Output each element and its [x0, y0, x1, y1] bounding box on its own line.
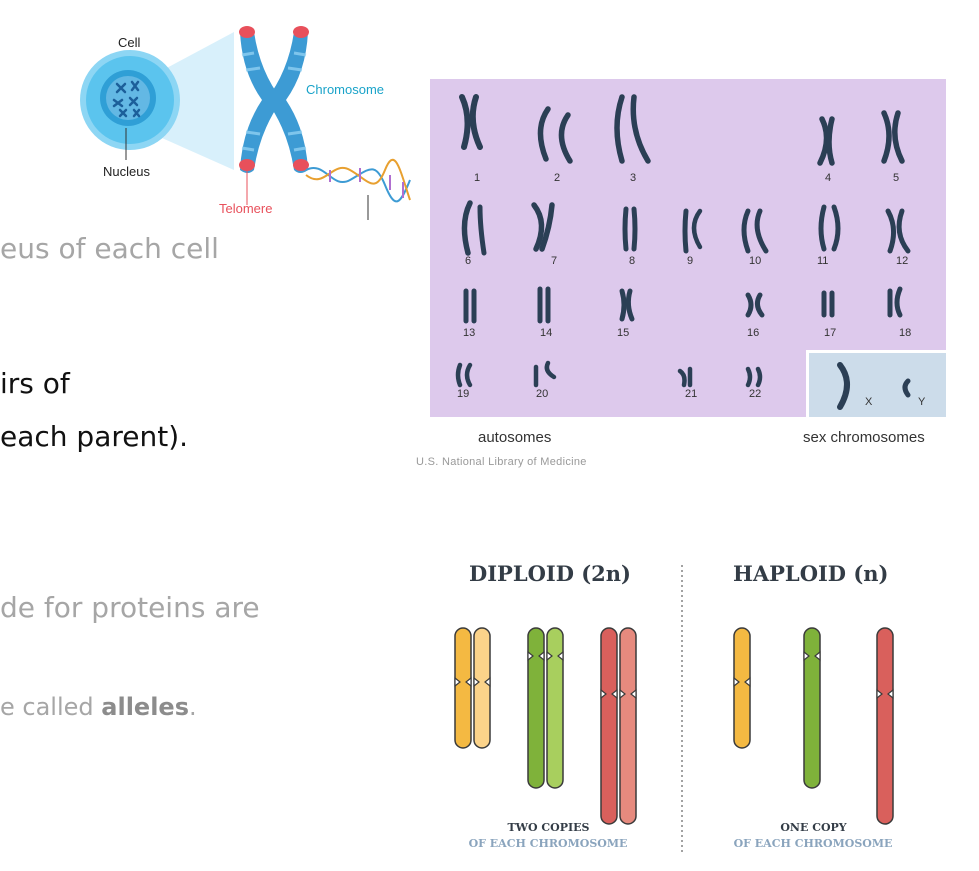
- text-line-5: e called alleles.: [0, 693, 197, 721]
- karyo-num: 14: [540, 327, 553, 339]
- autosomes-label: autosomes: [478, 429, 552, 446]
- chromosome-icon: [239, 26, 309, 173]
- sex-chromosomes-label: sex chromosomes: [803, 429, 925, 446]
- haploid-caption-bottom: OF EACH CHROMOSOME: [733, 837, 893, 850]
- karyo-num: 2: [554, 172, 561, 184]
- cell-chromosome-diagram: [80, 26, 411, 220]
- karyo-num: 13: [463, 327, 476, 339]
- image-credit: U.S. National Library of Medicine: [416, 456, 587, 468]
- karyo-num: 18: [899, 327, 912, 339]
- karyo-num: 21: [685, 388, 698, 400]
- karyo-x-label: X: [865, 396, 873, 408]
- karyo-num: 7: [551, 255, 558, 267]
- diploid-caption-bottom: OF EACH CHROMOSOME: [468, 837, 628, 850]
- cell-icon: [80, 50, 180, 150]
- karyo-num: 15: [617, 327, 630, 339]
- haploid-caption-top: ONE COPY: [780, 821, 847, 834]
- ploidy-illustration: [454, 565, 894, 855]
- chromosome-label: Chromosome: [306, 82, 385, 97]
- nucleus-label: Nucleus: [103, 164, 150, 179]
- karyo-num: 3: [630, 172, 637, 184]
- karyo-num: 11: [817, 255, 829, 267]
- diploid-caption-top: TWO COPIES: [507, 821, 590, 834]
- karyo-num: 4: [825, 172, 832, 184]
- alleles-term: alleles: [101, 693, 189, 721]
- telomere-label: Telomere: [219, 201, 273, 216]
- karyo-num: 22: [749, 388, 762, 400]
- karyo-num: 20: [536, 388, 549, 400]
- karyo-num: 19: [457, 388, 470, 400]
- karyo-y-label: Y: [918, 396, 926, 408]
- karyo-num: 17: [824, 327, 837, 339]
- text-line-2: irs of: [0, 367, 70, 400]
- text-line-3: each parent).: [0, 420, 189, 453]
- karyo-num: 5: [893, 172, 900, 184]
- diploid-title: DIPLOID (2n): [469, 561, 631, 586]
- karyo-num: 16: [747, 327, 760, 339]
- text-line-4: de for proteins are: [0, 591, 260, 624]
- dna-helix-icon: [305, 158, 411, 203]
- sex-chromosome-panel: [806, 350, 946, 417]
- karyotype-chromosomes: [455, 94, 911, 410]
- karyo-num: 8: [629, 255, 636, 267]
- karyo-num: 1: [474, 172, 481, 184]
- karyo-num: 9: [687, 255, 694, 267]
- karyo-num: 12: [896, 255, 909, 267]
- karyo-num: 6: [465, 255, 472, 267]
- text-line-1: eus of each cell: [0, 232, 219, 265]
- karyo-num: 10: [749, 255, 762, 267]
- haploid-title: HAPLOID (n): [733, 561, 889, 586]
- cell-label: Cell: [118, 35, 141, 50]
